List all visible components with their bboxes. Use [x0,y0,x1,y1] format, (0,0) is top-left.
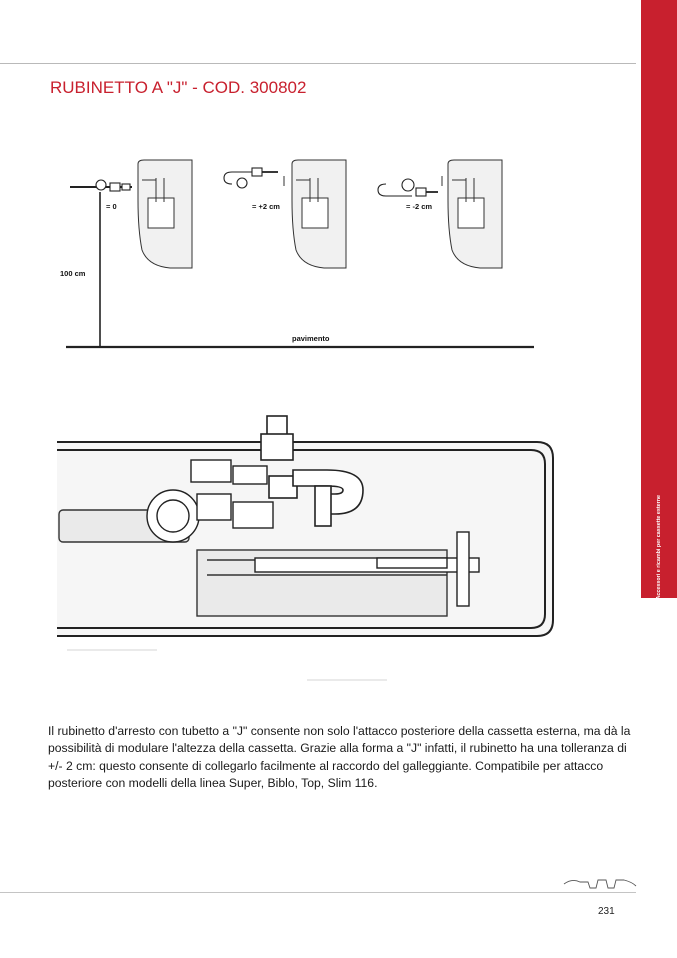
valve-3 [377,178,438,197]
offset-plus2-label: = +2 cm [252,202,280,211]
cistern-3 [441,159,503,269]
floor-label: pavimento [292,334,330,343]
header-rule [0,63,636,64]
page-title: RUBINETTO A "J" - COD. 300802 [50,78,307,97]
section-tab-label: Accessori e ricambi per cassette esterne [655,495,662,600]
valve-1 [70,179,132,192]
product-description: Il rubinetto d'arresto con tubetto a "J"… [48,724,631,791]
section-tab-label-wrap: Accessori e ricambi per cassette esterne [643,495,675,600]
height-100-label: 100 cm [60,269,86,278]
footer-ornament [563,879,637,889]
offset-zero-label: = 0 [106,202,117,211]
page-number: 231 [598,906,615,917]
cistern-top-view-diagram [57,415,554,681]
offset-minus2-label: = -2 cm [406,202,432,211]
height-diagram: 100 cm pavimento = 0 = +2 cm = -2 cm [60,159,534,349]
footer-rule [0,892,636,893]
cistern-2 [283,159,347,269]
valve-2 [223,167,278,189]
cistern-1 [137,159,193,269]
section-tab [641,0,677,598]
